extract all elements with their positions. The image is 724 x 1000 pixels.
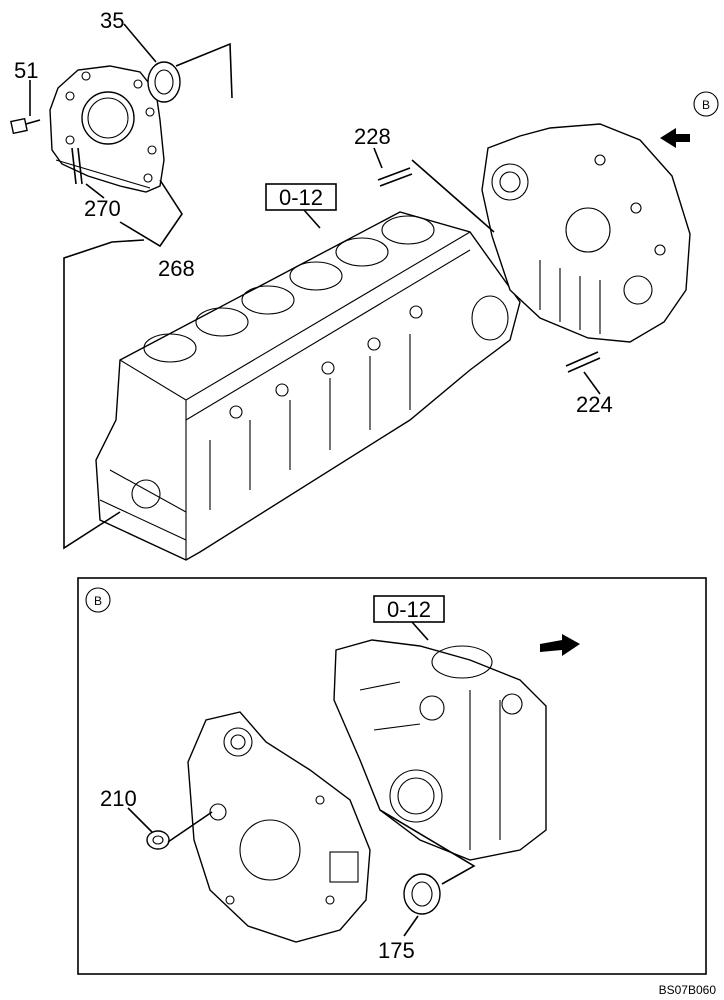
callout-35: 35 <box>100 8 124 33</box>
stud-228 <box>377 167 413 187</box>
view-b-marker-top <box>693 91 719 117</box>
view-b-letter-detail: B <box>94 594 102 608</box>
callout-210: 210 <box>100 786 137 811</box>
drawing-code: BS07B060 <box>659 983 717 997</box>
callout-228: 228 <box>354 124 391 149</box>
reference-0-12-detail: 0-12 <box>387 597 431 622</box>
oil-seal-210 <box>146 830 170 850</box>
oil-seal-35 <box>147 61 181 103</box>
direction-arrow-left <box>660 128 690 148</box>
leader-lines-detail <box>127 621 476 937</box>
oil-seal-175 <box>403 873 441 915</box>
view-b-marker-detail <box>85 587 111 613</box>
flywheel-housing-detail <box>187 711 371 943</box>
flywheel-housing <box>481 123 691 343</box>
callout-268: 268 <box>158 256 195 281</box>
callout-224: 224 <box>576 392 613 417</box>
stud-224 <box>565 351 601 373</box>
block-rear-detail <box>333 639 547 861</box>
bolt-51 <box>10 117 41 135</box>
leader-lines-top <box>29 23 601 550</box>
reference-box-detail <box>373 595 445 623</box>
rear-cover-plate <box>49 65 165 193</box>
cylinder-block <box>95 211 521 561</box>
reference-0-12-top: 0-12 <box>279 185 323 210</box>
callout-270: 270 <box>84 196 121 221</box>
callout-51: 51 <box>14 58 38 83</box>
stud-270 <box>71 147 83 185</box>
view-b-letter-top: B <box>702 98 710 112</box>
reference-box-top <box>265 183 337 211</box>
detail-view-b-frame <box>77 577 707 975</box>
callout-175: 175 <box>378 938 415 963</box>
direction-arrow-right <box>540 634 580 656</box>
